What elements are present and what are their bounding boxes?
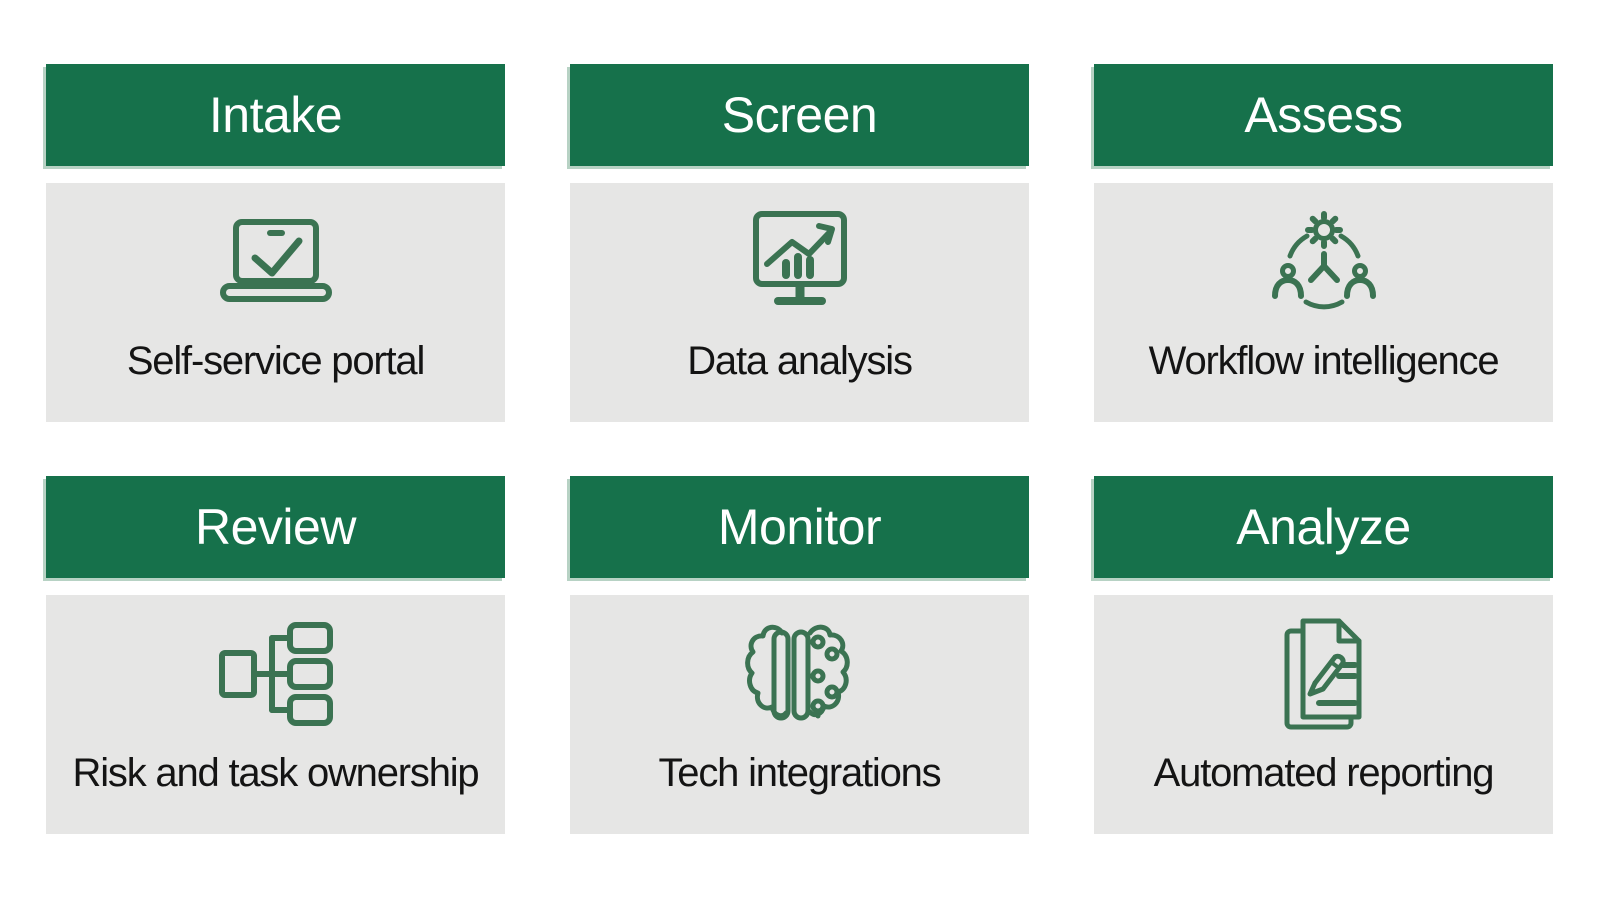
card-screen: Screen Data analysis [570,64,1029,422]
card-label: Tech integrations [658,751,941,795]
hierarchy-icon [218,622,333,726]
ai-brain-icon [744,624,850,721]
card-body: Data analysis [570,183,1029,422]
card-label: Workflow intelligence [1148,339,1500,383]
card-assess: Assess [1094,64,1553,422]
card-body: Automated reporting [1094,595,1553,834]
card-title: Intake [208,87,343,143]
card-header: Screen [570,64,1029,166]
card-intake: Intake Self-service portal [46,64,505,422]
icon-box [740,203,860,321]
laptop-check-icon [219,219,332,302]
people-gear-workflow-icon [1271,211,1376,310]
card-header: Assess [1094,64,1553,166]
card-body: Workflow intelligence [1094,183,1553,422]
icon-box [1264,203,1384,321]
card-label: Automated reporting [1153,751,1495,795]
documents-pencil-icon [1284,618,1361,730]
card-title: Screen [721,87,878,143]
card-label: Data analysis [687,339,913,383]
card-review: Review Risk and task ownership [46,476,505,834]
card-body: Risk and task ownership [46,595,505,834]
card-title: Review [195,499,356,555]
icon-box [215,203,337,321]
card-header: Analyze [1094,476,1553,578]
icon-box [1277,615,1371,733]
card-header: Review [46,476,505,578]
card-body: Self-service portal [46,183,505,422]
card-label: Risk and task ownership [72,751,480,795]
icon-box [218,615,334,733]
card-header: Monitor [570,476,1029,578]
card-monitor: Monitor [570,476,1029,834]
card-header: Intake [46,64,505,166]
icon-box [744,615,856,733]
card-body: Tech integrations [570,595,1029,834]
card-title: Assess [1244,87,1403,143]
card-label: Self-service portal [126,339,426,383]
card-title: Monitor [717,499,882,555]
card-title: Analyze [1236,499,1411,555]
card-analyze: Analyze [1094,476,1553,834]
monitor-chart-icon [752,211,847,305]
